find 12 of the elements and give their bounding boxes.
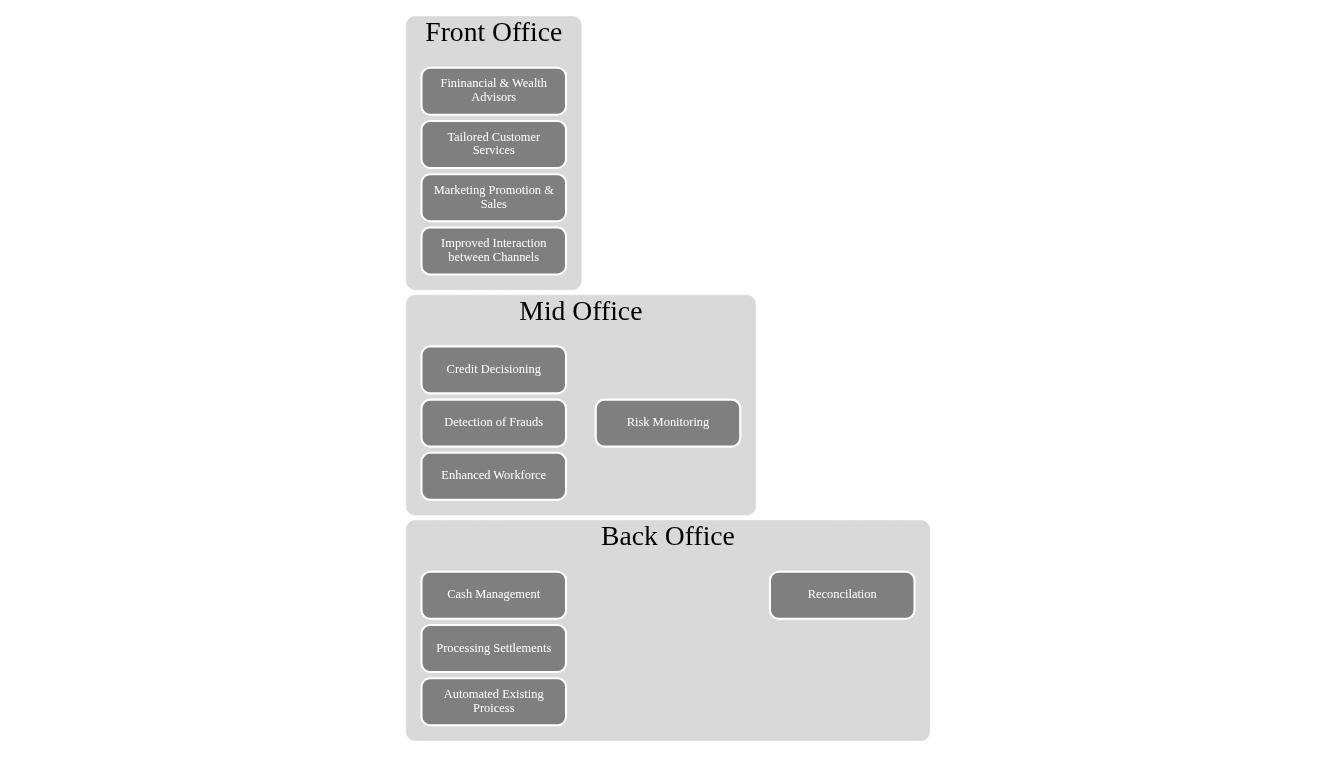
node-box: Tailored Customer Services — [420, 119, 568, 169]
node-box: Automated Existing Proicess — [420, 677, 568, 727]
node-box: Cash Management — [420, 570, 568, 620]
node-box: Fininancial & Wealth Advisors — [420, 66, 568, 116]
node-box: Marketing Promotion & Sales — [420, 173, 568, 223]
node-box: Processing Settlements — [420, 623, 568, 674]
node-box: Reconcilation — [768, 570, 916, 620]
node-box: Risk Monitoring — [594, 398, 742, 448]
node-box: Detection of Frauds — [420, 398, 568, 448]
node-box: Credit Decisioning — [420, 345, 568, 395]
node-box: Enhanced Workforce — [420, 451, 568, 501]
node-box: Improved Interaction between Channels — [420, 226, 568, 276]
